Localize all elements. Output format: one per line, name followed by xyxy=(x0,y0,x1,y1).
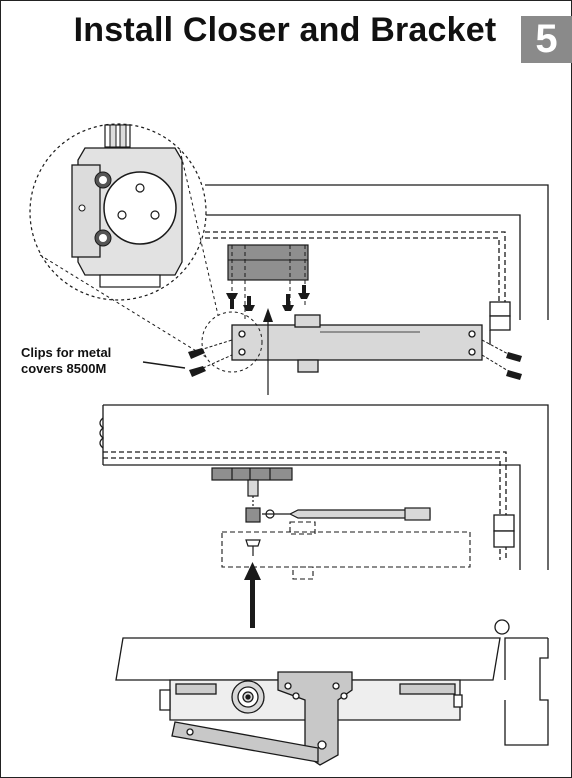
header: Install Closer and Bracket 5 xyxy=(0,0,572,80)
door-top-lower xyxy=(115,619,549,746)
closer-outline-dashed xyxy=(221,521,471,580)
clips-callout-line2: covers 8500M xyxy=(21,361,107,376)
middle-frame-outline xyxy=(99,404,549,570)
clips-callout-line1: Clips for metal xyxy=(21,345,112,360)
cover-clips xyxy=(188,339,522,380)
step-number-badge: 5 xyxy=(521,16,572,63)
upward-arrow-upper xyxy=(263,308,273,395)
top-rule xyxy=(0,0,572,1)
clips-callout: Clips for metal covers 8500M xyxy=(21,345,111,377)
page-title: Install Closer and Bracket xyxy=(73,11,497,49)
closer-arm-lower xyxy=(171,671,353,766)
mounting-plate-middle xyxy=(211,467,431,523)
closer-body-upper xyxy=(231,314,483,373)
magnifier-detail xyxy=(29,123,263,373)
screw-middle xyxy=(245,539,261,547)
upward-arrow-middle xyxy=(244,562,261,628)
upper-frame-outline xyxy=(205,184,549,345)
callout-leader xyxy=(142,361,186,369)
mounting-screws xyxy=(226,285,310,311)
